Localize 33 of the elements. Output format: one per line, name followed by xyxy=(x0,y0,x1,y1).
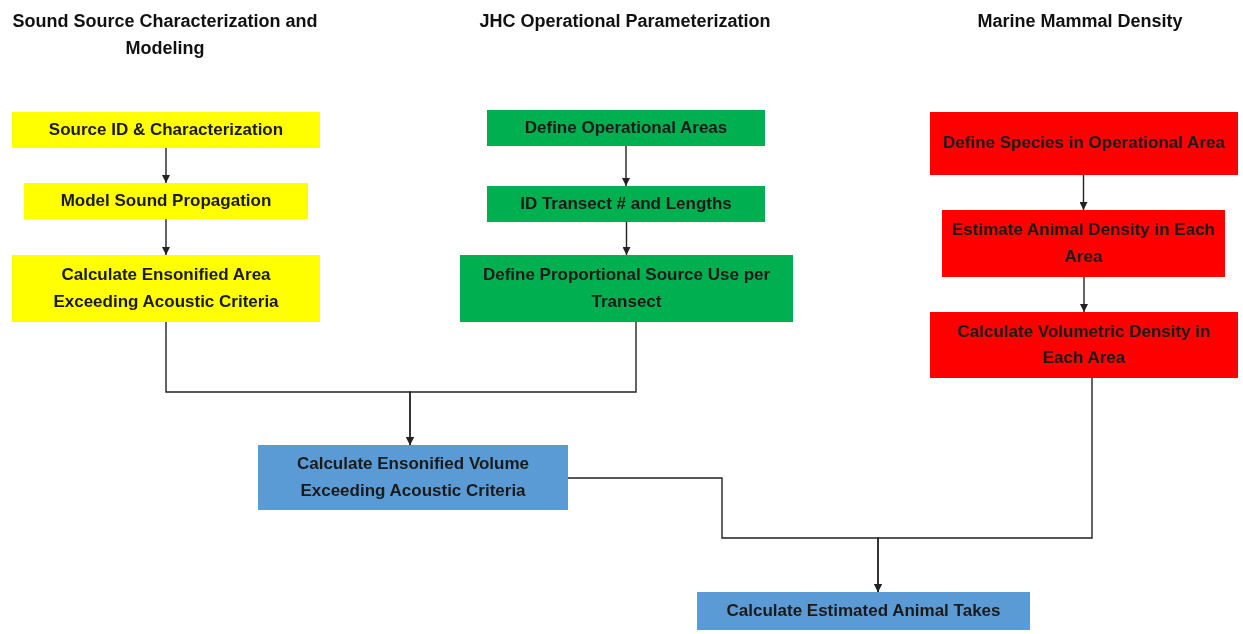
arrow xyxy=(1079,174,1088,211)
step-text: Estimate Animal Density in Each Area xyxy=(951,219,1216,268)
process-box xyxy=(930,112,1238,175)
process-box xyxy=(12,112,320,148)
process-box xyxy=(487,186,765,222)
arrow xyxy=(162,147,170,184)
step-text: Define Proportional Source Use per Transect xyxy=(481,264,772,313)
step-text: Model Sound Propagation xyxy=(60,189,272,212)
arrow xyxy=(622,145,630,187)
step-text: Calculate Volumetric Density in Each Area xyxy=(956,320,1212,369)
process-box xyxy=(258,445,568,510)
column-heading: JHC Operational Parameterization xyxy=(478,10,772,33)
arrow xyxy=(406,321,637,446)
process-box xyxy=(942,210,1225,277)
arrow xyxy=(1080,276,1088,313)
process-box xyxy=(697,592,1030,630)
arrow xyxy=(874,377,1093,593)
step-text: Calculate Ensonified Volume Exceeding Acoustic Criteria xyxy=(295,453,531,502)
step-text: Define Species in Operational Area xyxy=(943,132,1225,155)
step-text: Source ID & Characterization xyxy=(48,118,284,141)
step-text: Calculate Estimated Animal Takes xyxy=(726,599,1001,622)
process-box xyxy=(460,255,793,322)
step-text: Define Operational Areas xyxy=(524,116,728,139)
process-box xyxy=(487,110,765,146)
process-box xyxy=(930,312,1238,378)
process-box xyxy=(12,255,320,322)
column-heading: Sound Source Characterization and Modeling xyxy=(11,10,319,60)
process-box xyxy=(24,183,308,219)
column-heading: Marine Mammal Density xyxy=(976,10,1184,33)
arrow xyxy=(162,218,170,256)
arrow xyxy=(622,221,631,256)
step-text: ID Transect # and Lengths xyxy=(520,192,732,215)
step-text: Calculate Ensonified Area Exceeding Acoustic Criteria xyxy=(52,264,280,313)
